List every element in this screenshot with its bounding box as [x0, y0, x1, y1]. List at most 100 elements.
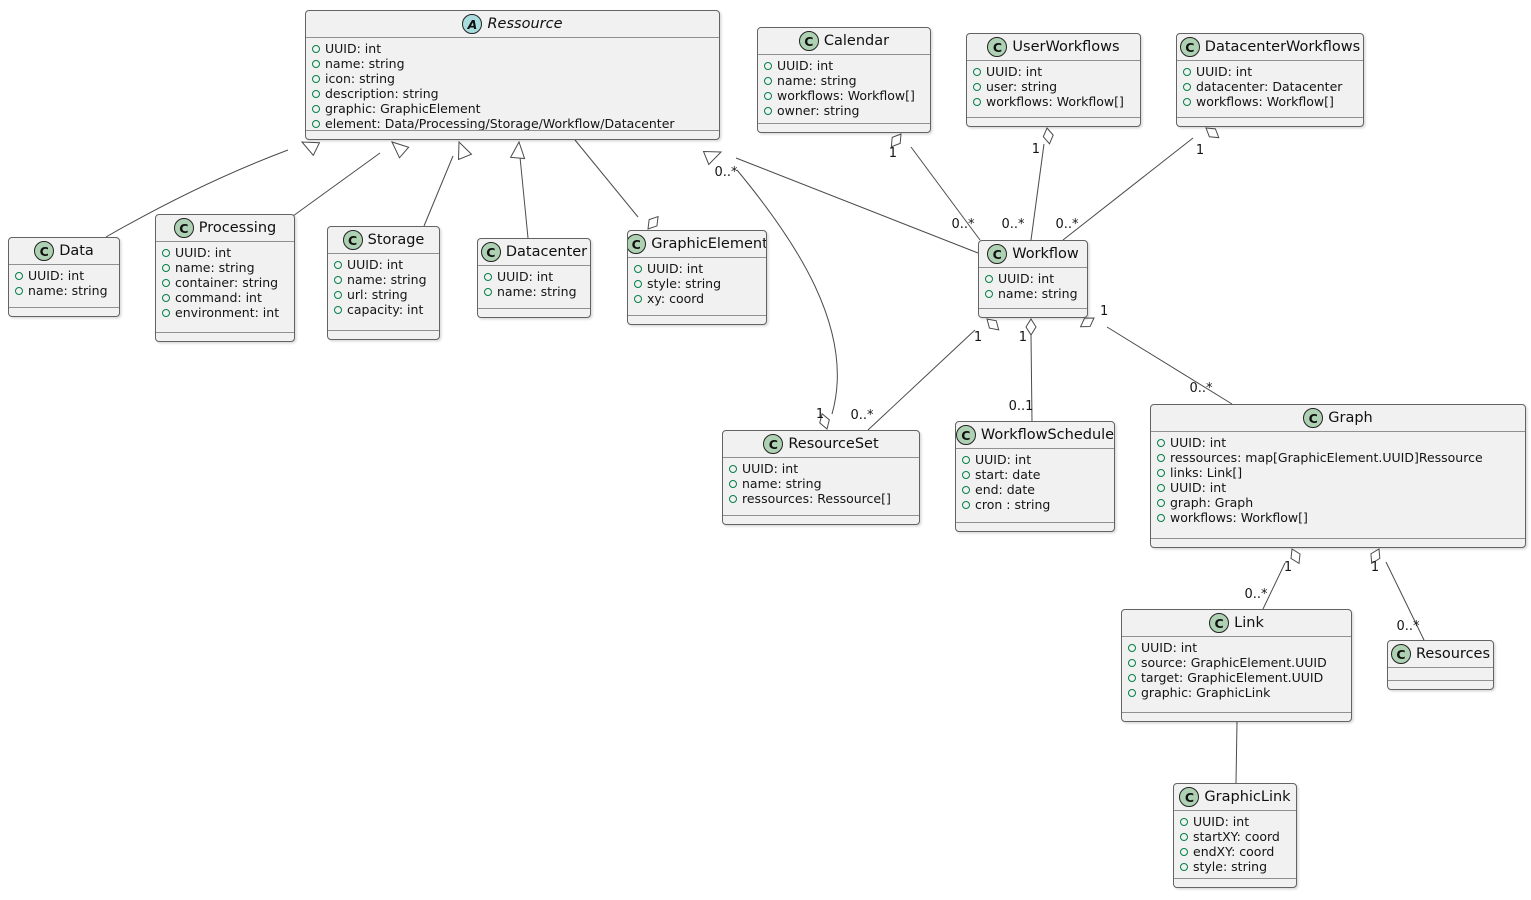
- multiplicity-label: 0..1: [1009, 399, 1034, 414]
- field-visibility-icon: [162, 278, 170, 287]
- attribute-row: environment: int: [162, 305, 288, 320]
- field-visibility-icon: [312, 59, 320, 68]
- edge-link-graphiclink: [1235, 721, 1238, 784]
- class-icon: C: [342, 230, 363, 250]
- attribute-text: start: date: [975, 467, 1041, 482]
- class-icon: C: [1303, 408, 1324, 428]
- generalization-arrow-icon: [702, 150, 723, 166]
- aggregation-diamond-icon: [1079, 317, 1095, 328]
- attribute-row: name: string: [764, 73, 924, 88]
- attribute-text: UUID: int: [975, 452, 1032, 467]
- class-icon: C: [1390, 644, 1411, 664]
- attribute-row: description: string: [312, 86, 713, 101]
- edge-workflow-has-schedule: [1030, 334, 1033, 422]
- class-icon: C: [1179, 37, 1200, 57]
- field-visibility-icon: [162, 263, 170, 272]
- attribute-text: UUID: int: [1170, 435, 1227, 450]
- attribute-text: links: Link[]: [1170, 465, 1243, 480]
- multiplicity-label: 0..*: [714, 165, 738, 180]
- multiplicity-label: 0..*: [1189, 381, 1213, 396]
- attribute-row: cron : string: [962, 497, 1108, 512]
- field-visibility-icon: [729, 494, 737, 503]
- methods-compartment: [967, 117, 1140, 126]
- attribute-row: target: GraphicElement.UUID: [1128, 670, 1345, 685]
- class-name: Link: [1234, 615, 1264, 631]
- attribute-text: name: string: [347, 272, 427, 287]
- multiplicity-label: 1: [1019, 330, 1027, 345]
- attribute-text: container: string: [175, 275, 279, 290]
- edge-storage-extends-ressource: [423, 155, 454, 227]
- field-visibility-icon: [973, 67, 981, 76]
- field-visibility-icon: [729, 479, 737, 488]
- class-name: GraphicElement: [651, 236, 767, 252]
- attribute-row: name: string: [729, 476, 913, 491]
- attribute-text: startXY: coord: [1193, 829, 1280, 844]
- attribute-row: links: Link[]: [1157, 465, 1519, 480]
- attribute-text: UUID: int: [497, 269, 554, 284]
- class-name: Processing: [198, 220, 277, 236]
- edge-workflow-has-graph: [1106, 326, 1233, 405]
- field-visibility-icon: [764, 106, 772, 115]
- field-visibility-icon: [1157, 513, 1165, 522]
- field-visibility-icon: [1157, 453, 1165, 462]
- field-visibility-icon: [334, 260, 342, 269]
- field-visibility-icon: [312, 44, 320, 53]
- attribute-text: workflows: Workflow[]: [986, 94, 1124, 109]
- attribute-row: ressources: Ressource[]: [729, 491, 913, 506]
- attribute-row: xy: coord: [634, 291, 760, 306]
- methods-compartment: [9, 307, 119, 316]
- attribute-row: workflows: Workflow[]: [764, 88, 924, 103]
- attributes-compartment: [1388, 668, 1493, 680]
- attribute-text: UUID: int: [28, 268, 85, 283]
- attribute-text: UUID: int: [1196, 64, 1253, 79]
- multiplicity-label: 0..*: [1396, 619, 1420, 634]
- attribute-row: startXY: coord: [1180, 829, 1290, 844]
- attribute-row: UUID: int: [162, 245, 288, 260]
- attribute-text: endXY: coord: [1193, 844, 1275, 859]
- field-visibility-icon: [312, 104, 320, 113]
- field-visibility-icon: [484, 272, 492, 281]
- class-name: GraphicLink: [1204, 789, 1291, 805]
- attribute-row: endXY: coord: [1180, 844, 1290, 859]
- multiplicity-label: 1: [1284, 560, 1292, 575]
- attribute-row: user: string: [973, 79, 1134, 94]
- attribute-row: url: string: [334, 287, 433, 302]
- attribute-text: name: string: [742, 476, 822, 491]
- methods-compartment: [723, 515, 919, 524]
- field-visibility-icon: [334, 290, 342, 299]
- class-name: UserWorkflows: [1012, 39, 1120, 55]
- attribute-text: ressources: map[GraphicElement.UUID]Ress…: [1170, 450, 1483, 465]
- aggregation-diamond-icon: [1290, 548, 1301, 565]
- edge-data-extends-ressource: [105, 149, 289, 238]
- attribute-row: UUID: int: [764, 58, 924, 73]
- attribute-text: workflows: Workflow[]: [777, 88, 915, 103]
- attribute-row: name: string: [312, 56, 713, 71]
- field-visibility-icon: [162, 308, 170, 317]
- class-name: Data: [59, 243, 94, 259]
- attribute-row: workflows: Workflow[]: [1157, 510, 1519, 525]
- field-visibility-icon: [312, 119, 320, 128]
- class-icon: C: [763, 434, 784, 454]
- attribute-text: UUID: int: [742, 461, 799, 476]
- attribute-text: description: string: [325, 86, 439, 101]
- attribute-text: name: string: [497, 284, 577, 299]
- attribute-row: UUID: int: [634, 261, 760, 276]
- field-visibility-icon: [634, 294, 642, 303]
- attribute-row: source: GraphicElement.UUID: [1128, 655, 1345, 670]
